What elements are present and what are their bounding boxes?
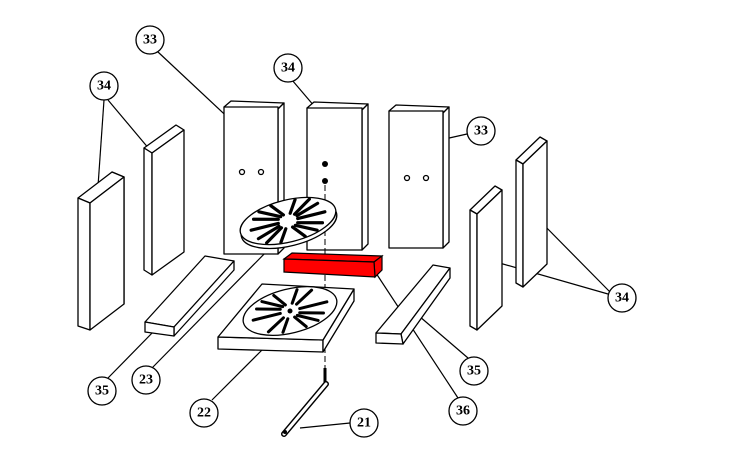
svg-text:34: 34 xyxy=(281,61,295,76)
side-panel-right-outer xyxy=(515,136,548,288)
callout-33-left: 33 xyxy=(135,25,165,55)
side-panel-right-inner xyxy=(469,185,503,331)
callout-34-middle: 34 xyxy=(273,53,303,83)
callout-34-right: 34 xyxy=(607,283,637,313)
svg-text:21: 21 xyxy=(357,416,371,431)
svg-text:33: 33 xyxy=(474,124,488,139)
svg-text:33: 33 xyxy=(143,33,157,48)
side-panel-left-inner xyxy=(143,124,185,276)
grate-rod xyxy=(281,368,329,437)
svg-text:34: 34 xyxy=(97,79,111,94)
callout-23: 23 xyxy=(131,365,161,395)
callout-33-right: 33 xyxy=(466,116,496,146)
svg-text:36: 36 xyxy=(456,404,470,419)
back-panel-middle xyxy=(306,101,369,251)
svg-text:22: 22 xyxy=(197,406,211,421)
back-panel-right xyxy=(388,104,450,249)
bar-left xyxy=(144,255,235,337)
highlighted-brick xyxy=(282,252,384,279)
svg-text:35: 35 xyxy=(95,384,109,399)
callout-35-right: 35 xyxy=(459,356,489,386)
callout-21: 21 xyxy=(349,408,379,438)
callout-22: 22 xyxy=(189,398,219,428)
svg-text:35: 35 xyxy=(467,364,481,379)
bar-right xyxy=(375,264,451,345)
side-panel-left-outer xyxy=(77,171,125,331)
callout-35-left: 35 xyxy=(87,376,117,406)
svg-text:34: 34 xyxy=(615,291,629,306)
round-grate xyxy=(239,196,338,250)
svg-text:23: 23 xyxy=(139,373,153,388)
callout-36: 36 xyxy=(448,396,478,426)
callout-34-left: 34 xyxy=(89,71,119,101)
grate-plate xyxy=(217,283,355,353)
